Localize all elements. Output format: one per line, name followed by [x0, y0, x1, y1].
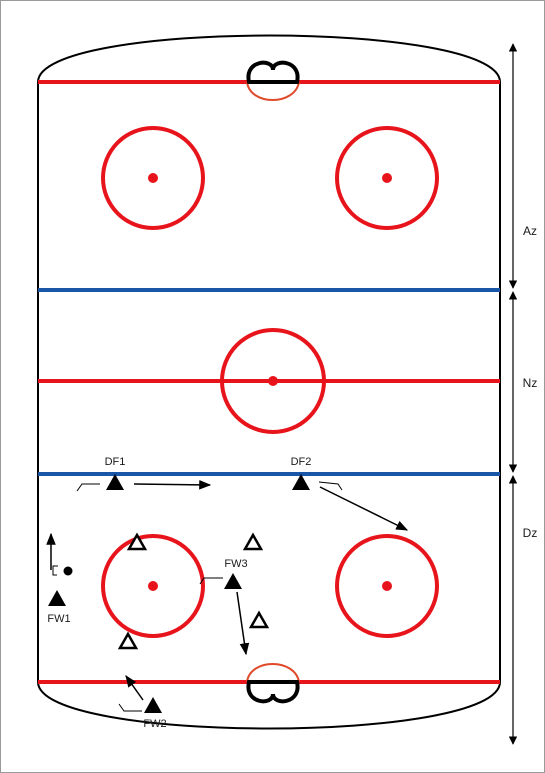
az-label-bg — [517, 222, 543, 238]
zone-label-nz: Nz — [523, 376, 538, 390]
zone-label-az: Az — [523, 224, 537, 238]
bottom-left-faceoff-circle — [101, 534, 205, 638]
opponent-marker-1 — [126, 532, 148, 551]
bottom-goal-net — [246, 680, 300, 704]
fw2-player-marker — [144, 697, 162, 713]
opponent-marker-3 — [248, 610, 270, 629]
opponent-marker-4 — [117, 631, 139, 650]
fw3-stick — [199, 577, 223, 585]
df1-player-marker — [106, 474, 124, 490]
fw1-label: FW1 — [47, 613, 70, 625]
df1-stick — [76, 483, 100, 492]
bottom-right-faceoff-dot — [382, 581, 392, 591]
fw1-player-marker — [48, 590, 66, 606]
df2-label: DF2 — [291, 456, 312, 468]
bottom-right-faceoff-circle — [335, 534, 439, 638]
opponent-marker-2 — [242, 532, 264, 551]
bottom-goal-crease — [246, 663, 300, 683]
bottom-left-faceoff-dot — [148, 581, 158, 591]
top-goal-crease — [246, 81, 300, 101]
fw3-player-marker — [224, 573, 242, 589]
fw2-skate-arrow — [125, 675, 144, 701]
fw3-label: FW3 — [224, 558, 247, 570]
fw1-stick — [52, 565, 58, 576]
top-left-faceoff-dot — [148, 173, 158, 183]
fw2-label: FW2 — [143, 718, 166, 730]
top-left-faceoff-circle — [101, 126, 205, 230]
top-right-faceoff-circle — [335, 126, 439, 230]
df2-player-marker — [292, 474, 310, 490]
fw2-stick — [118, 703, 142, 712]
df2-skate-arrow — [319, 486, 409, 531]
top-goal-net — [246, 60, 300, 84]
center-faceoff-circle — [220, 328, 326, 434]
nz-label-bg — [517, 374, 543, 390]
df2-stick — [318, 481, 343, 491]
zone-label-dz: Dz — [523, 526, 538, 540]
fw3-skate-arrow — [236, 591, 250, 656]
center-faceoff-dot — [268, 376, 278, 386]
puck — [63, 566, 73, 576]
dz-label-bg — [517, 524, 543, 540]
df1-skate-arrow — [133, 480, 212, 490]
top-right-faceoff-dot — [382, 173, 392, 183]
df1-label: DF1 — [105, 456, 126, 468]
